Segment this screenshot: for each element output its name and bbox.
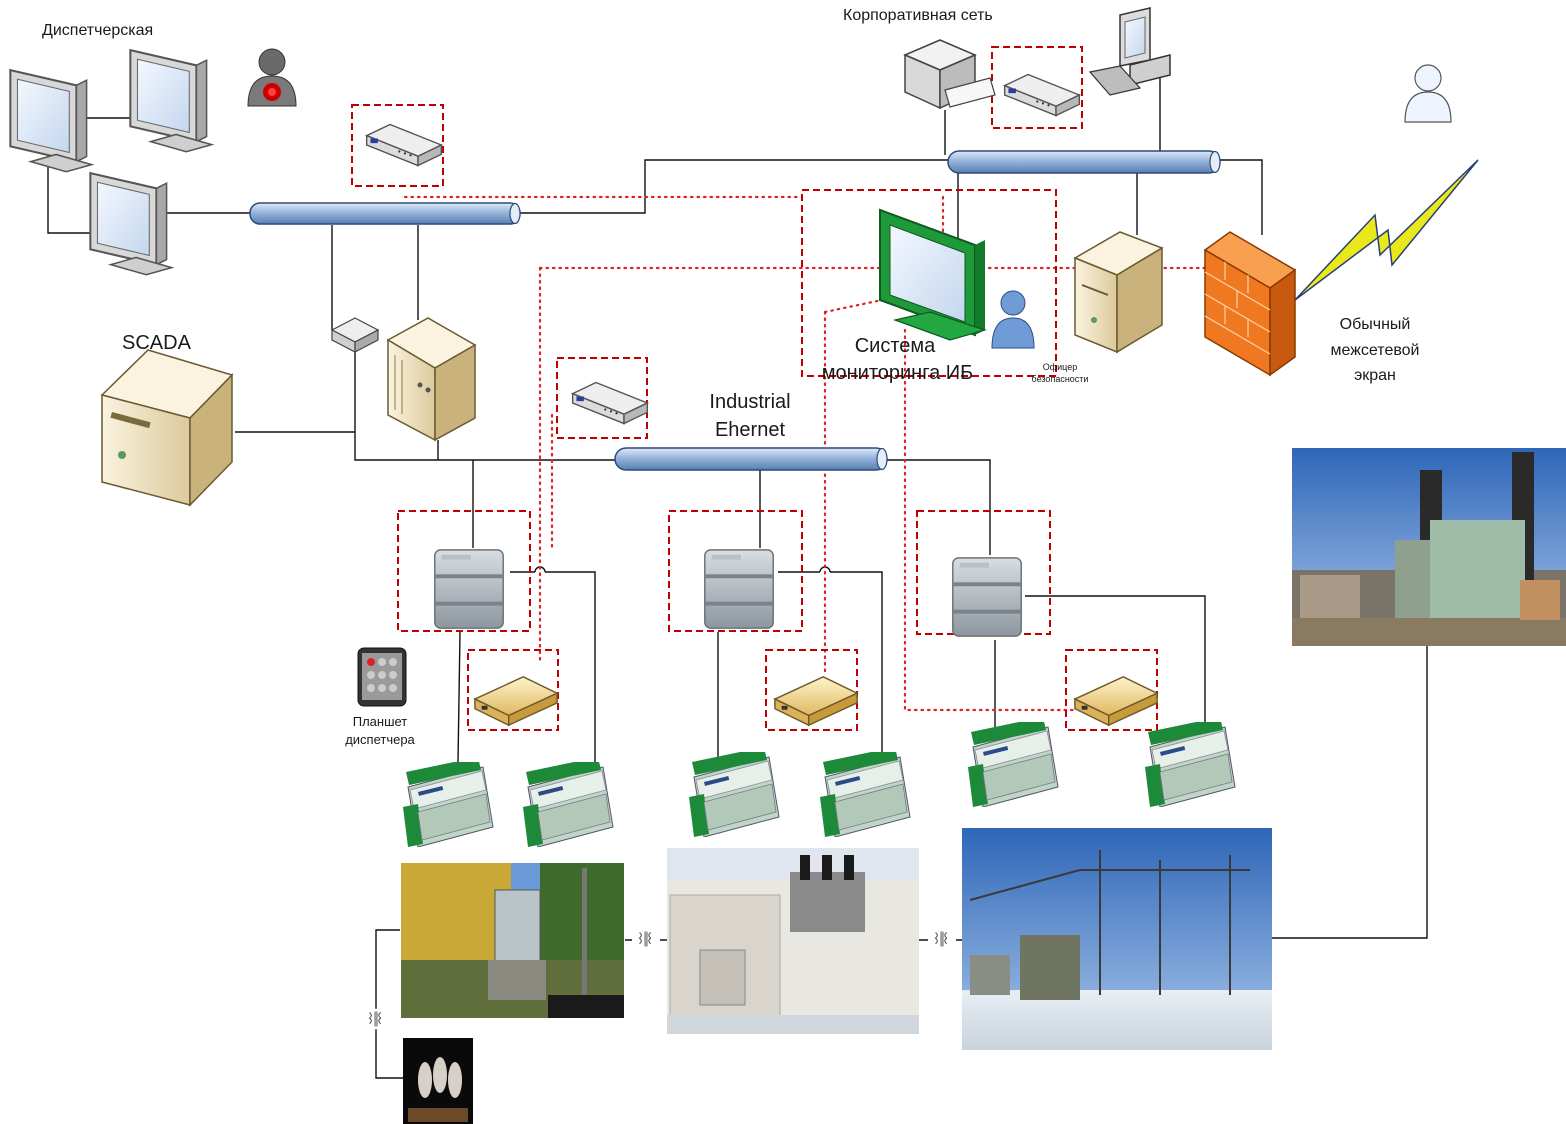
industrial-ethernet-label-2: Ehernet	[714, 419, 786, 441]
monitoring-system-label-1: Система	[854, 335, 936, 357]
tablet-label-1: Планшет	[352, 714, 408, 729]
rack-server-icon	[386, 317, 477, 442]
secure-zones	[351, 46, 1158, 731]
scada-label: SCADA	[122, 332, 191, 354]
scada-server-icon	[100, 349, 234, 507]
dispatch-monitor-1	[9, 69, 93, 173]
io-module-6	[1144, 722, 1236, 807]
corporate-server-icon	[1073, 231, 1164, 354]
corporate-network-label: Корпоративная сеть	[843, 7, 993, 24]
container-substation-photo	[667, 848, 919, 1034]
scada-hub-icon	[330, 317, 380, 353]
dispatch-monitor-3	[89, 172, 173, 276]
tablet-label-2: диспетчера	[345, 732, 415, 747]
office-firewall-switch	[365, 123, 443, 167]
io-module-4	[819, 752, 911, 837]
industrial-bus	[614, 447, 888, 471]
dispatch-room-label: Диспетчерская	[42, 22, 154, 39]
io-module-1	[402, 762, 494, 847]
pole-transformer-photo	[401, 863, 624, 1018]
io-module-2	[522, 762, 614, 847]
open-substation-photo	[962, 828, 1272, 1050]
monitoring-system-label-2: мониторинга ИБ	[821, 362, 974, 384]
office-bus	[249, 202, 521, 225]
industrial-firewall-switch	[571, 381, 649, 425]
coupler-icon-1	[632, 928, 660, 950]
security-officer-label-2: безопасности	[1031, 374, 1089, 384]
insulators-photo	[403, 1038, 473, 1124]
firewall-icon	[1203, 231, 1297, 377]
corporate-user-icon	[1404, 64, 1452, 123]
corporate-bus	[947, 150, 1221, 174]
modem-1	[474, 676, 558, 726]
monitoring-station-icon	[879, 208, 988, 341]
firewall-label-3: экран	[1354, 367, 1396, 384]
modem-2	[774, 676, 858, 726]
plc-2	[703, 549, 775, 629]
io-module-3	[688, 752, 780, 837]
printer-icon	[903, 39, 996, 110]
lightning-icon	[1294, 159, 1479, 301]
coupler-icon-2	[928, 928, 956, 950]
firewall-label-2: межсетевой	[1330, 342, 1420, 359]
firewall-label-1: Обычный	[1339, 316, 1411, 333]
power-plant-photo	[1292, 448, 1566, 646]
operator-avatar-icon	[247, 48, 297, 107]
corporate-pc-icon	[1088, 7, 1171, 96]
modem-3	[1074, 676, 1158, 726]
corporate-firewall-switch	[1003, 73, 1081, 117]
coupler-icon-3	[362, 1008, 390, 1030]
industrial-ethernet-label-1: Industrial	[709, 391, 791, 413]
plc-3	[951, 557, 1023, 637]
dispatch-monitor-2	[129, 49, 213, 153]
security-officer-icon	[991, 290, 1035, 349]
network-wires	[47, 75, 1428, 1079]
plc-1	[433, 549, 505, 629]
io-module-5	[967, 722, 1059, 807]
security-officer-label-1: Офицер	[1042, 362, 1078, 372]
dispatcher-tablet-icon	[357, 647, 407, 707]
